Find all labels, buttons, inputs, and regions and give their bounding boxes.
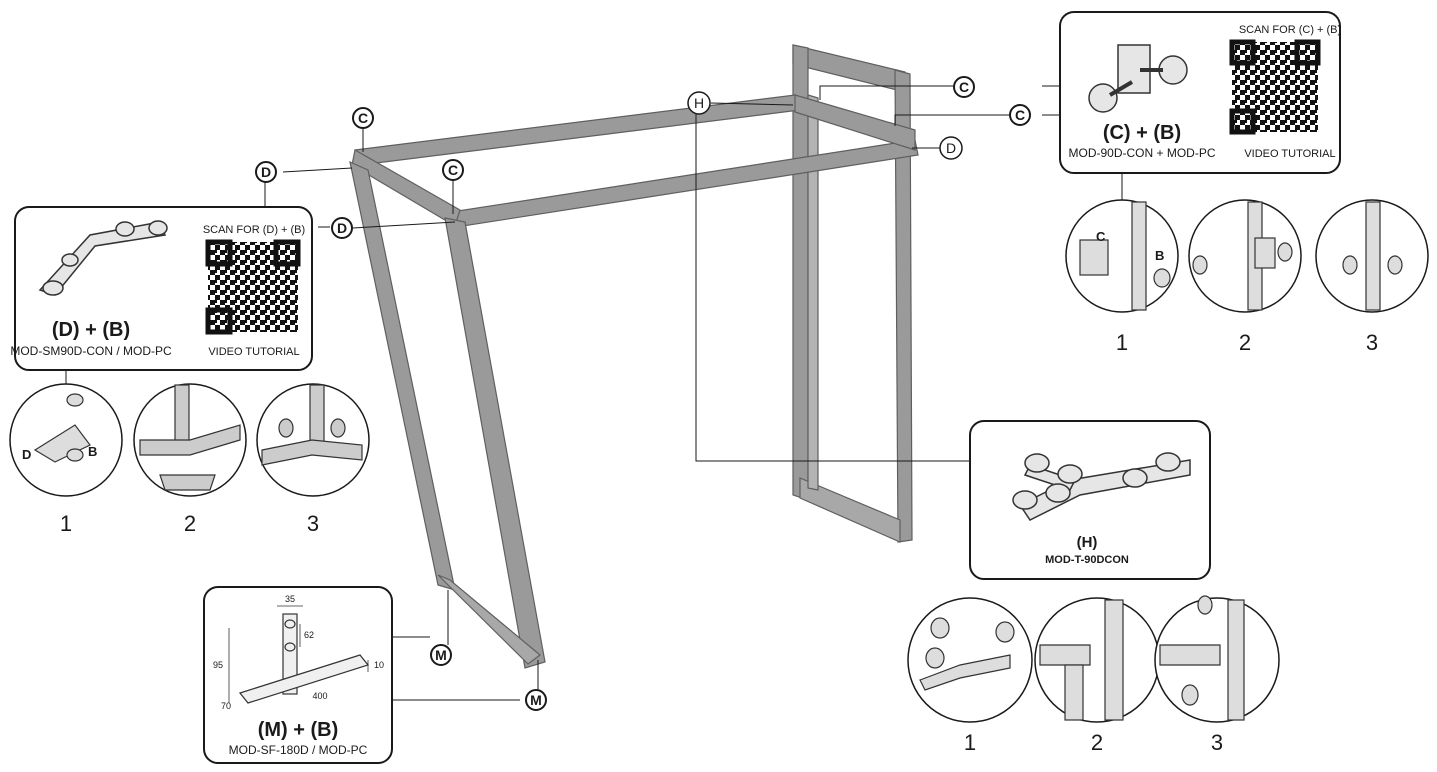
svg-text:C: C — [1015, 107, 1025, 123]
svg-text:2: 2 — [1239, 330, 1251, 355]
panel-h: (H) MOD-T-90DCON — [969, 420, 1211, 580]
svg-text:(D) + (B): (D) + (B) — [52, 319, 130, 341]
svg-text:SCAN FOR (C) + (B): SCAN FOR (C) + (B) — [1239, 24, 1341, 36]
svg-text:95: 95 — [213, 660, 223, 670]
svg-text:1: 1 — [1116, 330, 1128, 355]
svg-text:MOD-SM90D-CON / MOD-PC: MOD-SM90D-CON / MOD-PC — [10, 344, 172, 358]
svg-text:C: C — [959, 79, 969, 95]
callout-m-lower: M — [525, 689, 547, 711]
step-detail-1 — [1065, 199, 1179, 313]
svg-text:3: 3 — [307, 511, 319, 536]
svg-text:3: 3 — [1211, 730, 1223, 755]
corner-connector-image — [38, 220, 168, 296]
svg-text:M: M — [530, 692, 542, 708]
callout-h-top: H — [687, 91, 711, 115]
svg-text:D: D — [946, 140, 956, 156]
svg-text:2: 2 — [184, 511, 196, 536]
svg-text:70: 70 — [221, 701, 231, 711]
svg-text:H: H — [694, 95, 704, 111]
svg-text:VIDEO TUTORIAL: VIDEO TUTORIAL — [1244, 148, 1335, 160]
svg-text:1: 1 — [60, 511, 72, 536]
callout-c-right-lower: C — [1009, 104, 1031, 126]
svg-text:B: B — [1155, 248, 1164, 263]
svg-text:(C) + (B): (C) + (B) — [1103, 122, 1181, 144]
callout-m-upper: M — [430, 644, 452, 666]
svg-text:C: C — [1096, 229, 1106, 244]
svg-text:3: 3 — [1366, 330, 1378, 355]
steps-h: 1 2 3 — [907, 595, 1280, 755]
svg-text:C: C — [448, 162, 458, 178]
svg-text:D: D — [22, 447, 31, 462]
svg-text:MOD-T-90DCON: MOD-T-90DCON — [1045, 554, 1129, 566]
callout-c-top-left: C — [352, 107, 374, 129]
svg-text:400: 400 — [312, 691, 327, 701]
svg-text:MOD-SF-180D / MOD-PC: MOD-SF-180D / MOD-PC — [229, 743, 368, 757]
leader-lines — [65, 85, 1123, 701]
step-detail-2 — [1188, 199, 1302, 313]
callout-c-right-upper: C — [953, 76, 975, 98]
svg-text:B: B — [88, 444, 97, 459]
t-connector-image — [1012, 452, 1191, 521]
callout-c-left-mid: C — [442, 159, 464, 181]
foot-plate-drawing — [228, 605, 370, 704]
panel-c-b: SCAN FOR (C) + (B) (C) + (B) MOD-90D-CON… — [1059, 11, 1341, 174]
table-frame — [349, 44, 919, 669]
svg-text:D: D — [337, 220, 347, 236]
svg-text:10: 10 — [374, 660, 384, 670]
callout-d-right: D — [939, 136, 963, 160]
qr-code-icon[interactable] — [1232, 42, 1318, 132]
svg-text:1: 1 — [964, 730, 976, 755]
svg-text:VIDEO TUTORIAL: VIDEO TUTORIAL — [208, 346, 299, 358]
svg-text:SCAN FOR (D) + (B): SCAN FOR (D) + (B) — [203, 224, 305, 236]
panel-d-b: SCAN FOR (D) + (B) (D) + (B) MOD-SM90D-C… — [10, 206, 313, 371]
callout-d-left-upper: D — [255, 161, 277, 183]
svg-text:(H): (H) — [1077, 534, 1098, 551]
svg-text:2: 2 — [1091, 730, 1103, 755]
svg-text:35: 35 — [285, 594, 295, 604]
angle-connector-image — [1088, 44, 1188, 113]
svg-text:62: 62 — [304, 630, 314, 640]
qr-code-icon[interactable] — [208, 242, 298, 332]
steps-c-b: C B 1 2 3 — [1065, 199, 1429, 355]
svg-text:D: D — [261, 164, 271, 180]
svg-text:(M) + (B): (M) + (B) — [258, 719, 339, 741]
svg-text:C: C — [358, 110, 368, 126]
panel-m-b: 35 62 95 10 400 70 (M) + (B) MOD-SF-180D… — [203, 586, 393, 764]
svg-text:MOD-90D-CON + MOD-PC: MOD-90D-CON + MOD-PC — [1068, 146, 1215, 160]
svg-text:M: M — [435, 647, 447, 663]
callout-d-left-lower: D — [331, 217, 353, 239]
steps-d-b: D B 1 2 3 — [9, 383, 370, 536]
